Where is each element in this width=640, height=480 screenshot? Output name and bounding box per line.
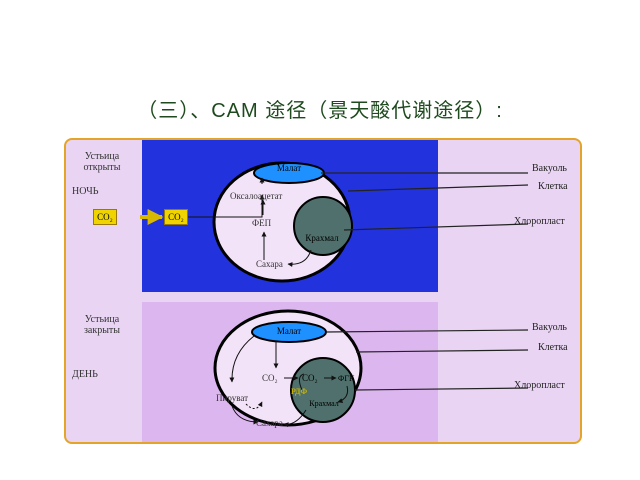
day-fgk-label: ФГК [338, 374, 355, 383]
day-sugars-label: Сахара [256, 418, 283, 428]
night-cell-pointer [347, 184, 529, 192]
day-co2-right-label: CO₂ [302, 373, 318, 383]
night-fep-label: ФЕП [252, 218, 272, 228]
day-co2-left-label: CO₂ [262, 373, 278, 383]
night-chloroplast-pointer [343, 223, 529, 231]
day-fgk-to-starch-arrow [337, 385, 349, 403]
day-malate-to-pyruvate-arrow [229, 335, 255, 383]
night-co2-inside: CO₂ [164, 209, 188, 225]
day-starch-to-sugars-arrow [283, 409, 307, 428]
day-vacuole-pointer [325, 329, 529, 333]
night-chloroplast [293, 196, 353, 256]
day-starch-label: Крахмал [309, 399, 339, 408]
night-stomata-label: Устьица открыты [83, 151, 121, 173]
day-pyruvate-to-sugars-arrow [231, 405, 259, 425]
day-cell-tag: Клетка [538, 342, 568, 353]
night-vacuole-tag: Вакуоль [532, 163, 567, 174]
day-dashed-arrow [245, 401, 263, 409]
day-rdf-label: РДФ [291, 387, 308, 396]
day-chloroplast-tag: Хлоропласт [514, 380, 565, 391]
night-chloroplast-tag: Хлоропласт [514, 216, 565, 227]
day-time-label: ДЕНЬ [72, 369, 98, 380]
day-cell-pointer [355, 349, 529, 353]
day-malate-label: Малат [276, 326, 302, 336]
day-pyruvate-label: Пируват [216, 393, 249, 403]
cam-diagram-panel: Устьица открыты НОЧЬ CO₂ CO₂ Малат Оксал… [64, 138, 582, 444]
day-vacuole-tag: Вакуоль [532, 322, 567, 333]
night-starch-label: Крахмал [305, 233, 339, 243]
night-oxaloacetate-label: Оксалоацетат [230, 191, 283, 201]
cam-diagram-canvas [140, 140, 529, 442]
day-chloroplast-pointer [354, 387, 529, 391]
night-malate-label: Малат [276, 163, 302, 173]
slide-title: （三）、CAM 途径（景天酸代谢途径）: [137, 100, 503, 122]
day-rdf-arrow [298, 373, 305, 391]
night-co2-outside: CO₂ [93, 209, 117, 225]
night-starch-to-sugars-arrow [287, 249, 312, 267]
night-time-label: НОЧЬ [72, 186, 99, 197]
night-cell-tag: Клетка [538, 181, 568, 192]
night-sugars-label: Сахара [256, 259, 283, 269]
day-stomata-label: Устьица закрыты [83, 314, 121, 336]
